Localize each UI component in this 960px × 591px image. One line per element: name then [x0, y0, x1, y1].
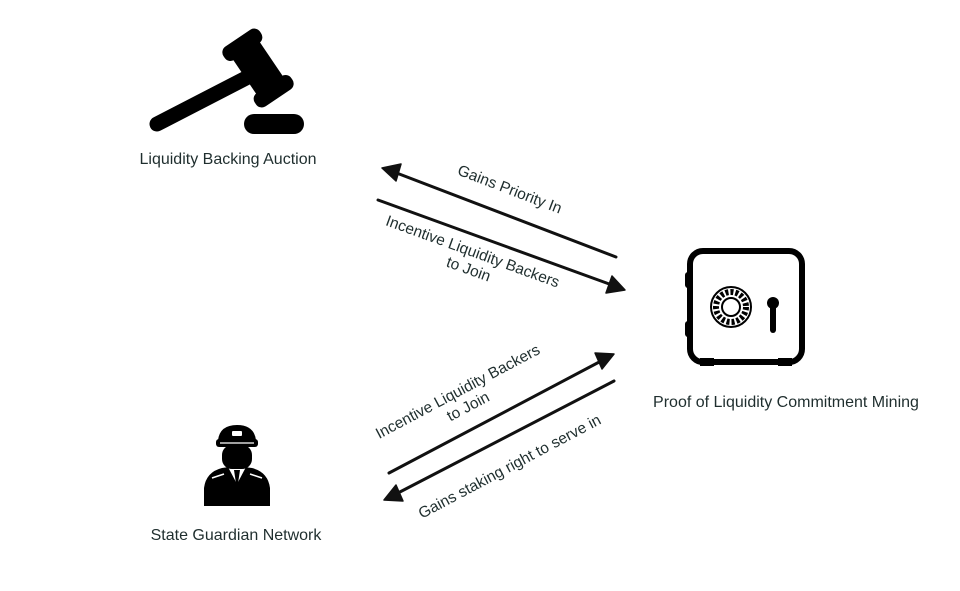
guardian-label: State Guardian Network	[151, 527, 323, 544]
edge-guardian-to-mining	[387, 352, 615, 475]
edge-label-gains-staking: Gains staking right to serve in	[416, 412, 604, 523]
edge-mining-to-auction	[381, 163, 618, 259]
guard-icon	[204, 425, 270, 506]
mining-label: Proof of Liquidity Commitment Mining	[653, 394, 919, 411]
safe-icon	[685, 248, 805, 366]
edge-mining-to-guardian	[383, 379, 616, 502]
edge-label-gains-priority: Gains Priority In	[455, 162, 564, 217]
gavel-icon	[149, 28, 304, 134]
edge-auction-to-mining	[376, 198, 626, 294]
auction-label: Liquidity Backing Auction	[140, 151, 317, 168]
